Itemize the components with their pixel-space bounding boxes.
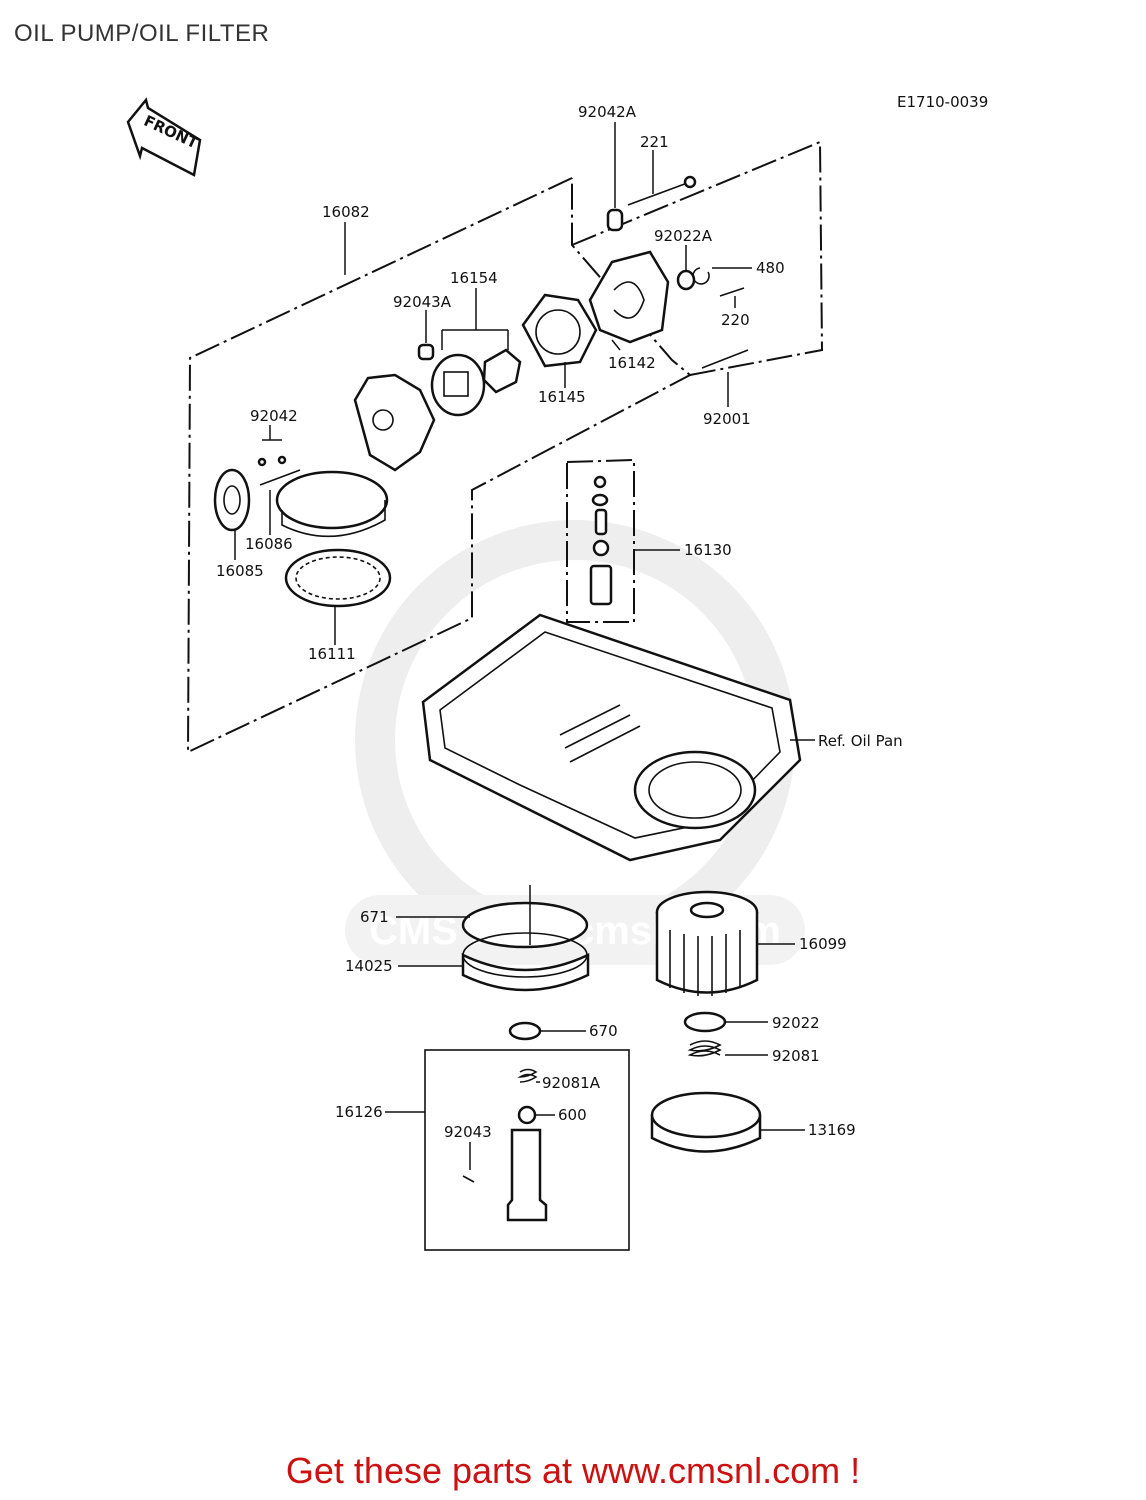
label-600: 600 (558, 1106, 587, 1124)
filter-16099-body (655, 912, 759, 994)
label-220: 220 (721, 311, 750, 329)
label-92042: 92042 (250, 407, 298, 425)
relief-valve-outline (566, 458, 635, 623)
pump-cover-16142 (588, 250, 670, 344)
washer-92022 (683, 1011, 727, 1033)
sprocket-16085 (213, 468, 251, 532)
label-16082: 16082 (322, 203, 370, 221)
relief-valve-parts (589, 475, 613, 606)
label-16086: 16086 (245, 535, 293, 553)
bolt-92001 (701, 349, 749, 369)
label-92043: 92043 (444, 1123, 492, 1141)
get-parts-link[interactable]: Get these parts at www.cmsnl.com ! (285, 1450, 861, 1491)
pickup-pipe (275, 470, 389, 530)
label-16099: 16099 (799, 935, 847, 953)
bolt-16126 (506, 1128, 548, 1222)
filter-16099-hole (689, 901, 725, 919)
label-16130: 16130 (684, 541, 732, 559)
page-title: OIL PUMP/OIL FILTER (14, 20, 270, 47)
label-670: 670 (589, 1022, 618, 1040)
part-labels: 92042A 221 16082 92022A 480 16154 92043A… (216, 103, 903, 1141)
label-480: 480 (756, 259, 785, 277)
housing-14025-top (462, 932, 588, 978)
label-221: 221 (640, 133, 669, 151)
pump-assembly-outline (186, 140, 824, 754)
pin-92043 (462, 1175, 475, 1183)
o-ring-670 (508, 1021, 542, 1041)
label-16142: 16142 (608, 354, 656, 372)
oil-filter-parts (424, 885, 762, 1251)
cup-13169-top (650, 1091, 762, 1139)
spring-92081A (517, 1068, 538, 1083)
label-16085: 16085 (216, 562, 264, 580)
label-16111: 16111 (308, 645, 356, 663)
label-13169: 13169 (808, 1121, 856, 1139)
oil-pump-parts (213, 175, 749, 608)
circlip-480 (692, 267, 710, 285)
leader-lines (234, 122, 815, 1170)
label-16126: 16126 (335, 1103, 383, 1121)
sprocket-16085-hub (223, 485, 241, 515)
oil-pan (421, 613, 802, 862)
pump-body (353, 373, 436, 472)
label-14025: 14025 (345, 957, 393, 975)
pin-92042-a (257, 457, 267, 467)
pump-cover-slot (613, 281, 645, 319)
label-92042A: 92042A (578, 103, 637, 121)
diagram-code: E1710-0039 (897, 93, 988, 111)
pin-92042A (606, 208, 624, 232)
front-arrow-icon: FRONT (126, 97, 202, 177)
rotor-outer-16154 (430, 353, 486, 417)
label-92043A: 92043A (393, 293, 452, 311)
bolt-221-head (683, 175, 697, 189)
label-671: 671 (360, 908, 389, 926)
label-16145: 16145 (538, 388, 586, 406)
housing-14025 (461, 953, 590, 992)
pump-body-port (372, 409, 394, 431)
label-92001: 92001 (703, 410, 751, 428)
bolt-220 (719, 287, 745, 297)
pin-92042-b (277, 455, 287, 465)
gasket-16145-hole (535, 309, 581, 355)
label-ref-oil-pan: Ref. Oil Pan (818, 732, 903, 750)
bolt-221 (627, 181, 691, 206)
o-ring-671 (461, 901, 589, 949)
pickup-pipe-side (281, 500, 386, 538)
label-16154: 16154 (450, 269, 498, 287)
rotor-16154-b (482, 348, 522, 394)
bolt-assembly-box (424, 1049, 630, 1251)
gasket-16145 (521, 293, 598, 368)
rotor-inner-16154 (443, 371, 469, 397)
ball-600 (517, 1105, 537, 1125)
label-92022A: 92022A (654, 227, 713, 245)
shaft-16086 (259, 469, 301, 486)
washer-92022A (676, 269, 696, 291)
pin-92043A (417, 343, 435, 361)
label-92081: 92081 (772, 1047, 820, 1065)
strainer-16111 (284, 548, 392, 608)
strainer-16111-mesh (295, 556, 381, 600)
label-92081A: 92081A (542, 1074, 601, 1092)
spring-92081 (687, 1040, 722, 1057)
label-92022: 92022 (772, 1014, 820, 1032)
